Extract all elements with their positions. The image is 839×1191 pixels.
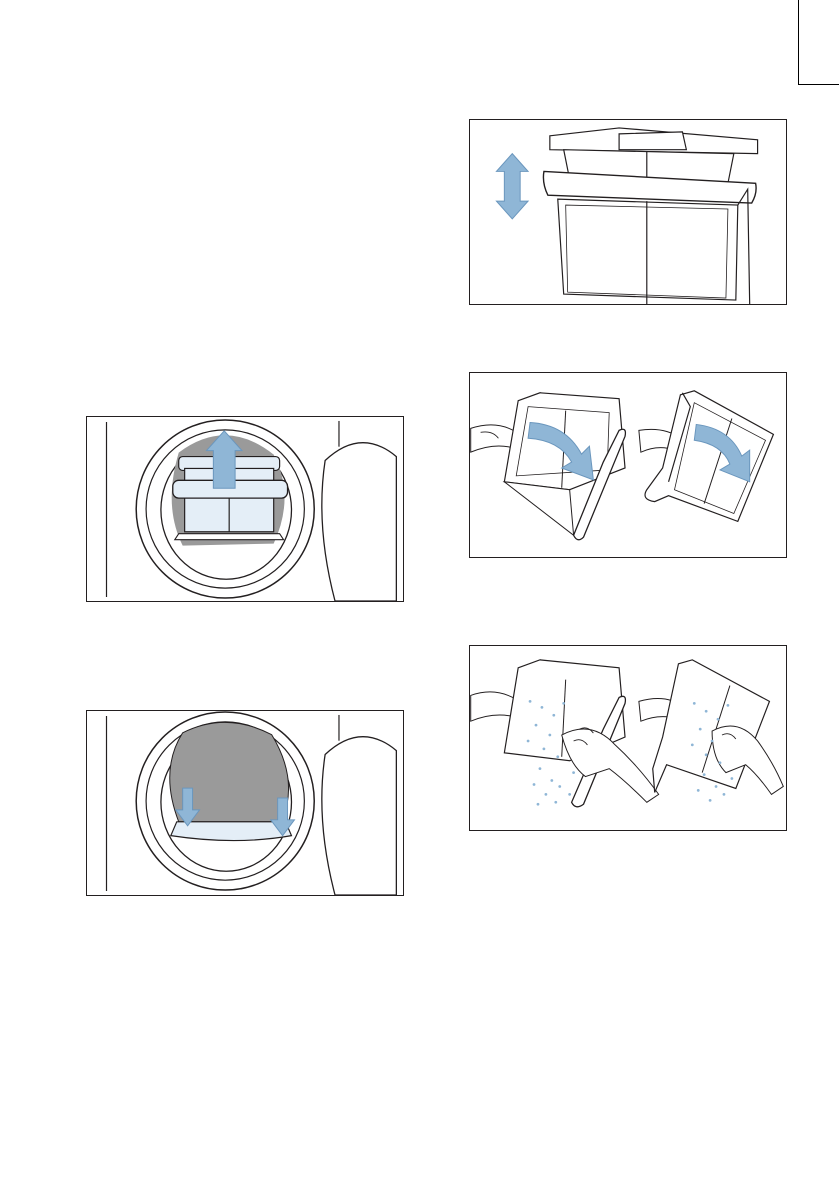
illustration-clean-filter-seat [86,710,404,896]
illustration-pull-filter-apart [469,119,787,305]
pull-apart-drawing [470,120,786,304]
illustration-open-filter [469,372,787,558]
fluff-filter-icon [543,128,757,304]
illustration-wipe-lint [469,645,787,831]
fluff-filter-icon [645,391,773,522]
arrow-up-down-icon [496,154,528,219]
crop-mark-vertical [798,0,799,85]
wipe-lint-drawing [470,646,786,830]
fluff-filter-icon [653,660,770,793]
crop-mark-horizontal [799,84,839,85]
remove-filter-drawing [87,417,403,601]
filter-seat-drawing [87,711,403,895]
illustration-remove-filter [86,416,404,602]
open-filter-drawing [470,373,786,557]
